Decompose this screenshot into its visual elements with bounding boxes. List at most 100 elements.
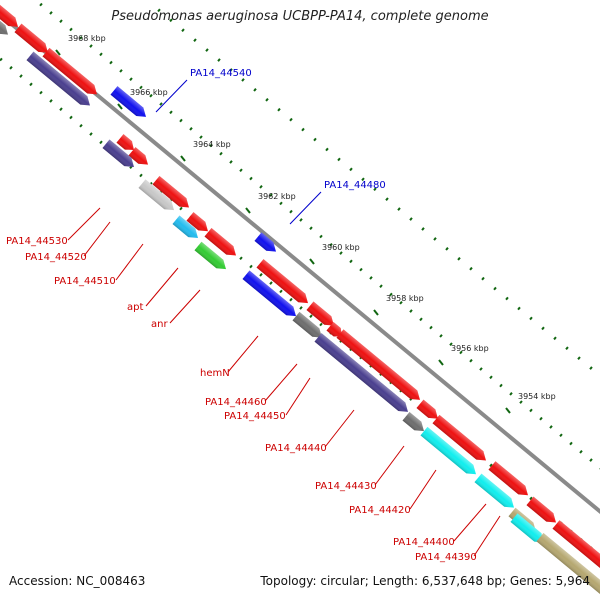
gene-arrow	[292, 311, 323, 338]
position-dot	[39, 90, 43, 95]
leader-line	[155, 79, 188, 113]
position-dot	[89, 44, 93, 48]
leader-line	[115, 243, 144, 281]
gene-arrow-shade	[536, 532, 600, 600]
gene-arrow-shade	[102, 139, 135, 167]
position-dot	[289, 209, 293, 214]
position-dot	[39, 2, 43, 7]
gene-arrow-shade	[510, 513, 544, 543]
tick-group: 3968 kbp	[55, 34, 106, 56]
gene-arrow	[336, 329, 421, 400]
gene-arrow-shade	[306, 301, 334, 326]
position-dot	[559, 433, 563, 438]
gene-label: hemN	[200, 368, 230, 379]
position-dot	[269, 193, 273, 197]
position-dot	[79, 123, 83, 128]
position-dot	[499, 383, 503, 388]
gene-arrow	[552, 520, 600, 578]
position-dot	[337, 157, 341, 162]
gene-arrow	[0, 7, 9, 35]
position-dot	[241, 78, 245, 82]
tick-label: 3954 kbp	[518, 392, 556, 401]
gene-arrow	[314, 333, 408, 412]
gene-arrow	[526, 496, 557, 523]
gene-arrow	[14, 23, 48, 53]
position-dot	[259, 185, 263, 189]
position-dot	[299, 218, 303, 222]
position-dot	[409, 217, 413, 221]
position-dot	[59, 19, 63, 23]
tick-mark	[505, 407, 511, 414]
position-dot	[439, 334, 443, 338]
position-dot	[279, 289, 283, 294]
gene-arrow	[402, 411, 424, 432]
label-leader-lines	[67, 79, 501, 557]
position-dot	[219, 151, 223, 156]
position-dot	[529, 496, 533, 501]
gene-arrow	[186, 212, 208, 232]
gene-arrow	[326, 322, 342, 337]
tick-mark	[373, 309, 379, 316]
gene-arrow-shade	[0, 7, 9, 35]
position-dot	[569, 441, 573, 446]
gene-label: PA14_44540	[190, 68, 252, 79]
gene-arrow-shade	[152, 175, 190, 208]
gene-arrow-shade	[204, 228, 237, 256]
gene-label: PA14_44420	[349, 505, 411, 516]
position-dot	[459, 350, 463, 355]
gene-label: PA14_44390	[415, 552, 477, 563]
position-dot	[457, 256, 461, 261]
gene-arrow	[488, 461, 528, 496]
position-dot	[99, 52, 103, 57]
position-dot	[301, 127, 305, 132]
gene-arrow-shade	[256, 259, 308, 304]
gene-arrow-shade	[138, 179, 174, 211]
position-dot	[419, 317, 423, 322]
position-dot	[217, 58, 221, 62]
position-dot	[189, 127, 193, 131]
position-dot	[69, 115, 73, 120]
tick-mark	[438, 359, 444, 366]
position-dot	[265, 97, 269, 102]
position-dot	[179, 206, 183, 211]
gene-arrow-shade	[552, 520, 600, 578]
gene-label: PA14_44440	[265, 443, 327, 454]
position-dot	[519, 400, 523, 404]
position-dot	[339, 251, 343, 255]
gene-arrow-shade	[254, 232, 276, 252]
position-dot	[119, 69, 123, 73]
leader-line	[145, 267, 179, 307]
position-dot	[399, 300, 403, 305]
gene-arrow-shade	[242, 270, 296, 317]
gene-arrow	[416, 399, 438, 419]
position-dot	[79, 35, 83, 40]
position-dot	[157, 8, 161, 13]
leader-line	[409, 469, 437, 510]
position-dot	[481, 276, 485, 281]
position-dot	[289, 297, 293, 302]
position-dot	[389, 292, 393, 297]
gene-arrow	[172, 215, 199, 238]
position-dot	[505, 296, 509, 301]
position-dot	[489, 375, 493, 380]
position-dot	[253, 88, 257, 92]
position-dot	[553, 336, 557, 341]
position-dot	[369, 276, 373, 280]
tick-label: 3956 kbp	[451, 344, 489, 353]
position-dot	[329, 242, 333, 247]
gene-arrow	[242, 270, 296, 317]
position-dot	[421, 227, 425, 231]
leader-line	[285, 377, 311, 416]
gene-arrow	[306, 301, 334, 326]
gene-label: PA14_44480	[324, 180, 386, 191]
position-dot	[9, 65, 13, 70]
leader-line	[324, 409, 355, 448]
gene-arrow-shade	[416, 399, 438, 419]
position-dot	[549, 425, 553, 429]
gene-arrow-shade	[194, 241, 227, 270]
position-dot	[279, 201, 283, 206]
gene-arrow-shade	[432, 414, 486, 461]
position-dot	[313, 137, 317, 142]
